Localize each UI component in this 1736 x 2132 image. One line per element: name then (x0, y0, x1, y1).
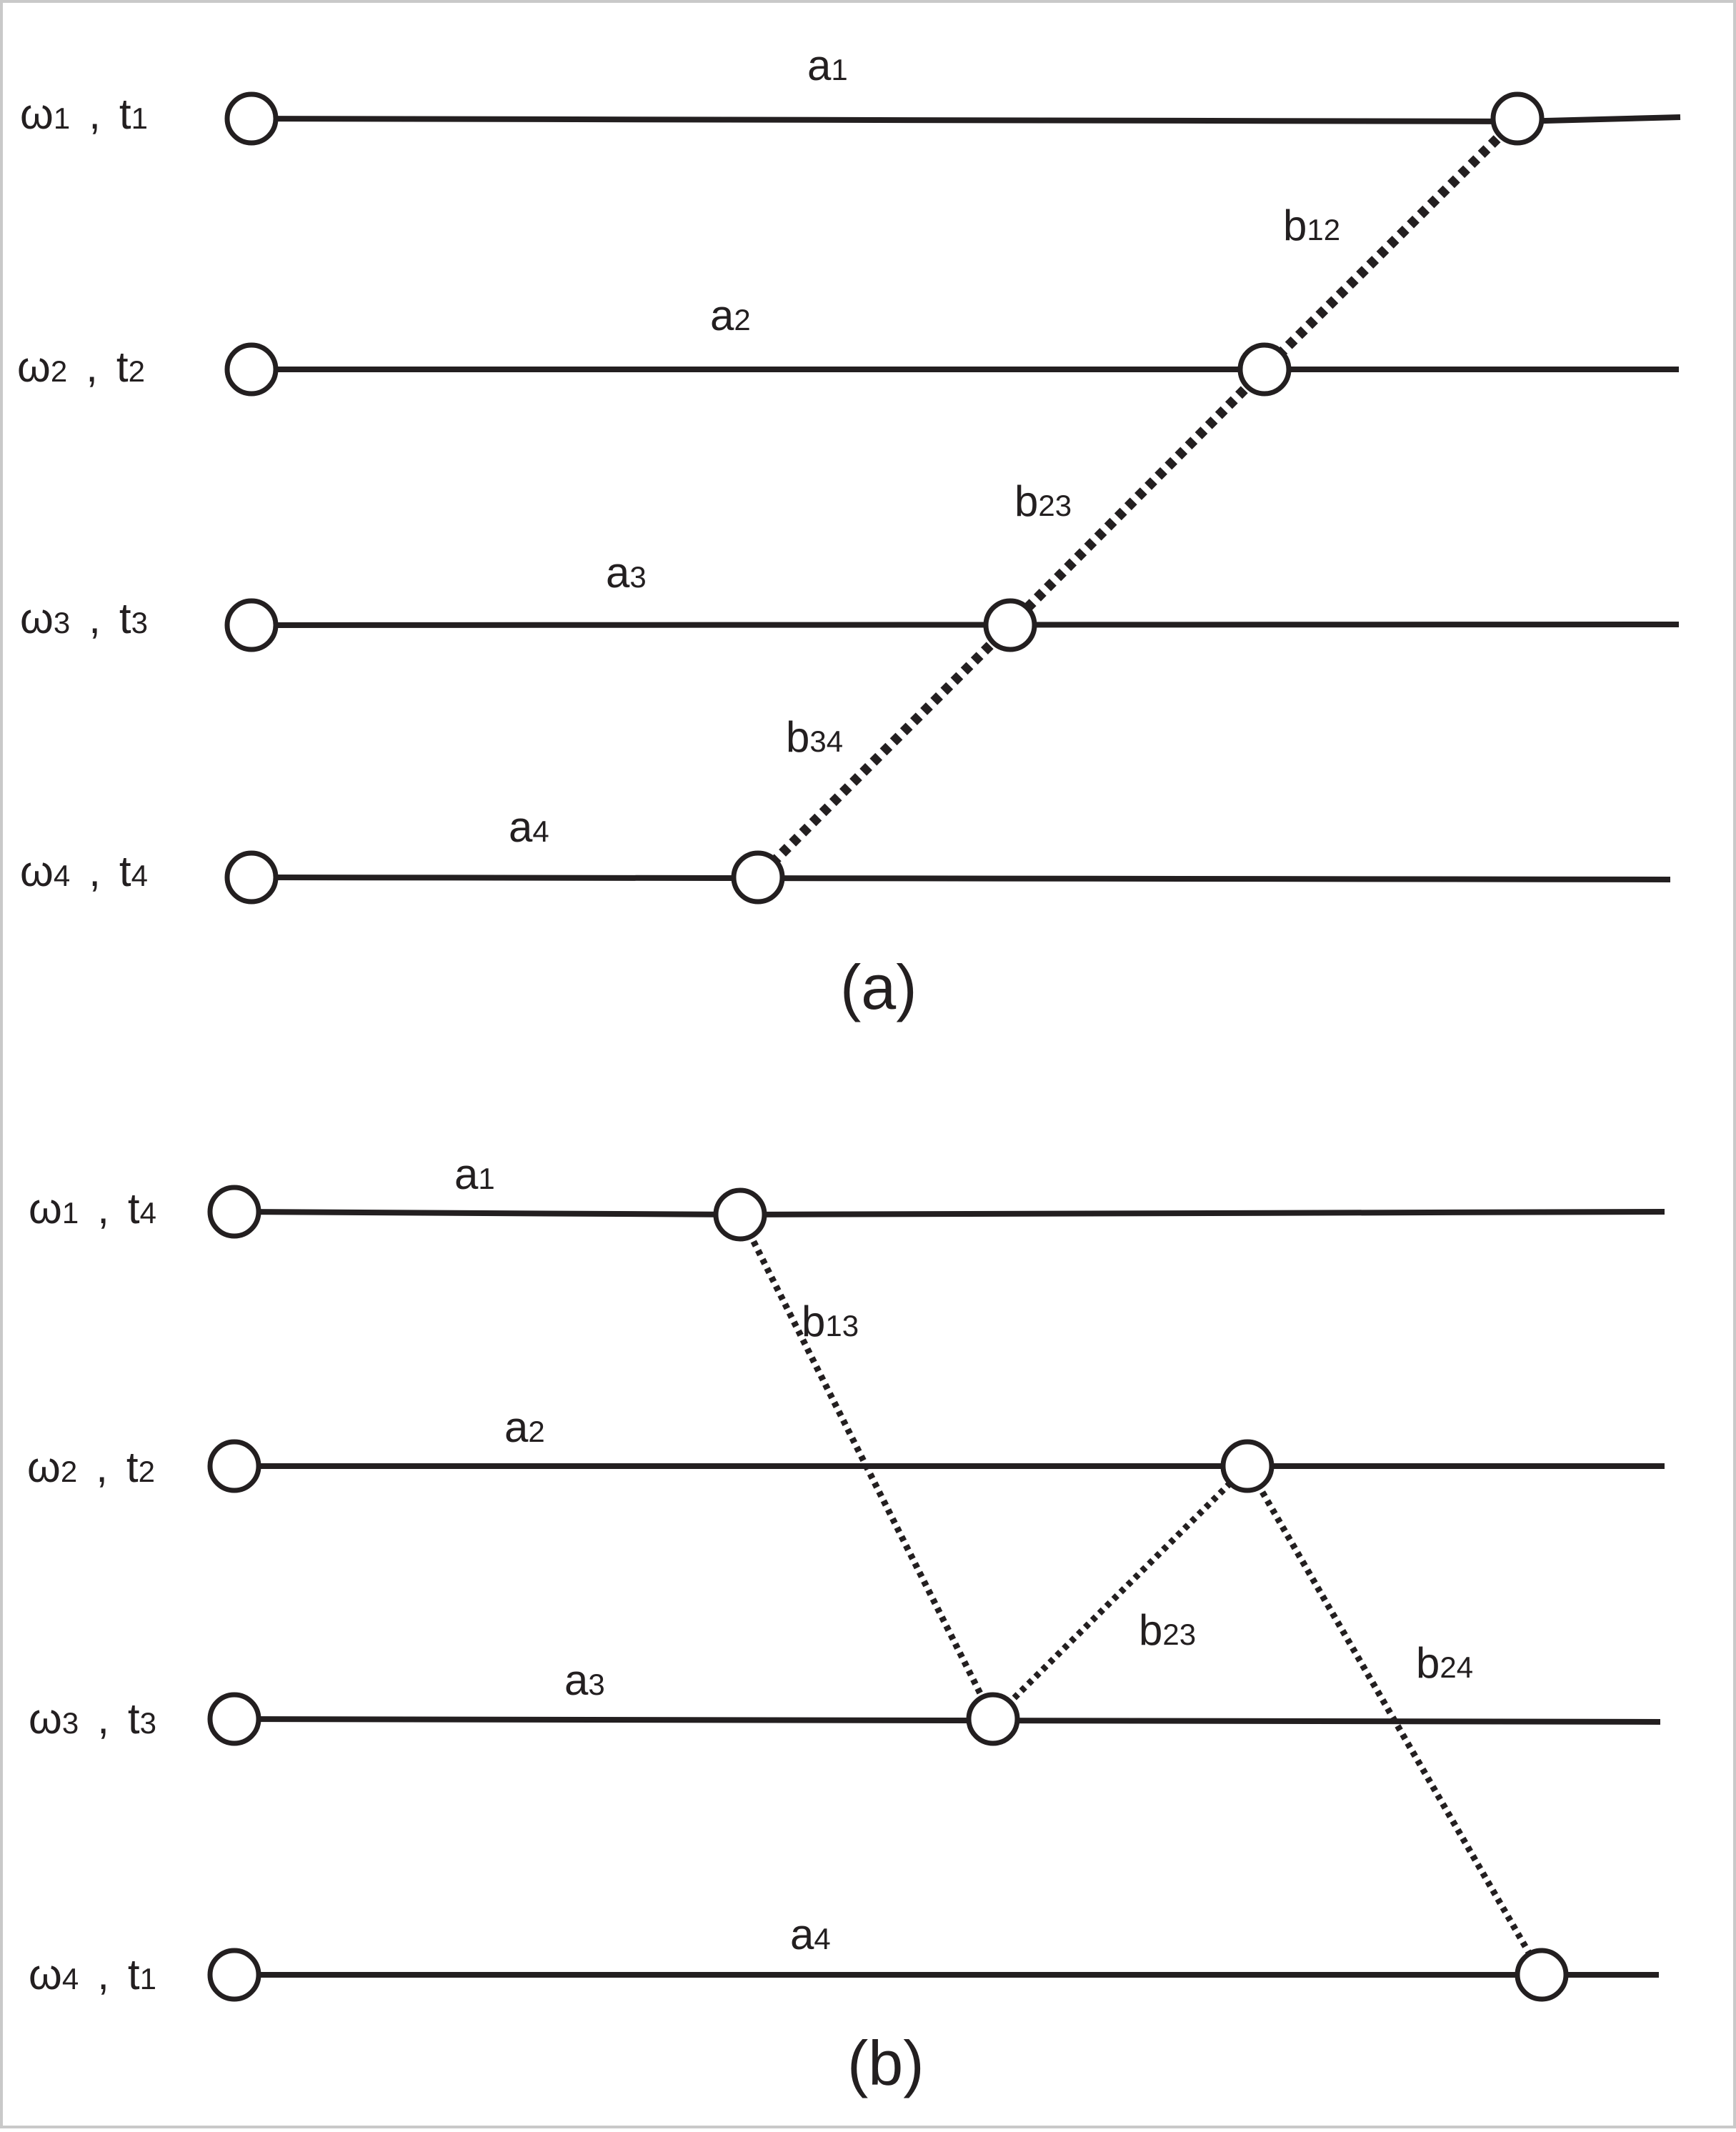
panel-a-row-label-2: ω2,t2 (17, 343, 145, 391)
panel-b-caption: (b) (847, 2028, 924, 2098)
panel-b-start-node-1 (207, 1185, 261, 1239)
panel-b-start-node-2 (207, 1439, 261, 1493)
panel-a-start-node-1 (224, 91, 279, 146)
panel-b-row-label-1: ω1,t4 (29, 1185, 156, 1232)
panel-b-junction-node-3 (966, 1692, 1020, 1746)
panel-a-line-4 (251, 875, 1671, 882)
panel-a-start-node-3 (224, 598, 279, 652)
panel-a-junction-node-4 (731, 850, 785, 905)
panel-b-start-node-4 (207, 1948, 261, 2002)
panel-a-row-label-1: ω1,t1 (20, 90, 148, 138)
panel-a-start-node-2 (224, 342, 279, 397)
panel-b-a-label-2: a2 (504, 1403, 545, 1451)
panel-b-b-label-24: b24 (1416, 1639, 1473, 1687)
panel-b-link-b13 (737, 1212, 997, 1721)
panel-b-a-label-1: a1 (454, 1150, 495, 1198)
panel-b-junction-node-1 (713, 1187, 767, 1242)
panel-b-row-label-2: ω2,t2 (27, 1443, 155, 1491)
panel-a-caption: (a) (840, 952, 917, 1022)
panel-b-link-b23 (990, 1463, 1250, 1722)
panel-b-line-3 (234, 1716, 1661, 1725)
panel-a-link-b12 (1261, 115, 1521, 373)
panel-a: ω1,t1 ω2,t2 ω3,t3 ω4,t4 a1 a2 a3 a4 b12 … (17, 41, 1681, 1022)
panel-a-line-3 (251, 622, 1680, 628)
panel-b: ω1,t4 ω2,t2 ω3,t3 ω4,t1 a1 a2 a3 a4 b13 … (27, 1150, 1665, 2098)
panel-a-junction-node-3 (983, 598, 1037, 652)
panel-a-line-1 (251, 114, 1681, 125)
panel-b-a-label-3: a3 (564, 1656, 605, 1704)
panel-a-b-label-34: b34 (786, 713, 843, 761)
panel-b-junction-node-2 (1220, 1439, 1274, 1493)
panel-b-start-node-3 (207, 1692, 261, 1746)
panel-b-b-label-13: b13 (802, 1297, 859, 1345)
panel-b-junction-node-4 (1515, 1948, 1569, 2002)
panel-a-link-b23 (1007, 366, 1268, 629)
panel-a-b-label-12: b12 (1283, 201, 1340, 249)
panel-a-b-label-23: b23 (1014, 477, 1072, 525)
panel-b-row-label-3: ω3,t3 (29, 1695, 156, 1743)
panel-a-start-node-4 (224, 850, 279, 905)
panel-b-link-b24 (1244, 1464, 1545, 1977)
panel-a-a-label-4: a4 (509, 803, 549, 851)
panel-a-link-b34 (754, 622, 1014, 881)
panel-a-junction-node-1 (1490, 91, 1545, 146)
panel-a-a-label-2: a2 (710, 292, 751, 339)
panel-b-b-label-23: b23 (1139, 1606, 1196, 1654)
panel-b-a-label-4: a4 (790, 1911, 831, 1958)
panel-a-row-label-3: ω3,t3 (20, 594, 148, 642)
panel-a-row-label-4: ω4,t4 (20, 847, 148, 895)
panel-b-row-label-4: ω4,t1 (29, 1951, 156, 1998)
panel-a-a-label-1: a1 (807, 41, 848, 89)
panel-a-a-label-3: a3 (606, 549, 647, 597)
panel-a-junction-node-2 (1237, 342, 1292, 397)
panel-b-line-1 (234, 1209, 1665, 1218)
